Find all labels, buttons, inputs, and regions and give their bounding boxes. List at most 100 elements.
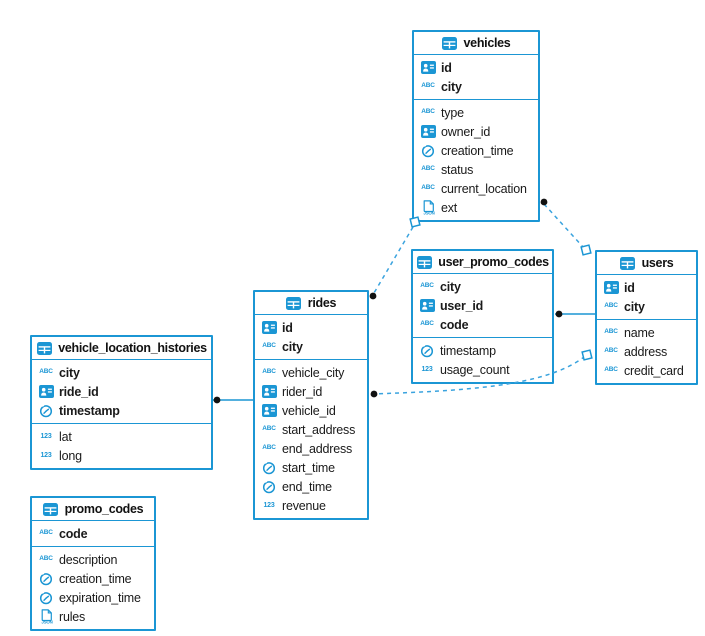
column-id[interactable]: id	[255, 318, 367, 337]
column-name: name	[624, 325, 655, 340]
person-id-icon	[261, 321, 277, 334]
relation-vehicles-rides[interactable]	[373, 226, 414, 294]
svg-text:JSON: JSON	[41, 620, 52, 624]
table-title: vehicles	[463, 36, 511, 50]
column-name: long	[59, 448, 82, 463]
table-grid-icon	[43, 502, 59, 516]
abc-text-icon: ABC	[262, 342, 276, 350]
column-name: city	[59, 365, 80, 380]
person-id-icon	[420, 61, 436, 74]
column-expiration_time[interactable]: expiration_time	[32, 588, 154, 607]
dot-marker	[369, 292, 377, 300]
column-creation_time[interactable]: creation_time	[414, 141, 538, 160]
table-header[interactable]: promo_codes	[32, 498, 154, 521]
abc-text-icon: ABC	[421, 108, 435, 116]
table-grid-icon	[442, 36, 458, 50]
column-address[interactable]: ABC address	[597, 342, 696, 361]
relation-vehicles-users[interactable]	[543, 203, 584, 248]
column-id[interactable]: id	[414, 58, 538, 77]
table-title: user_promo_codes	[438, 255, 549, 269]
person-id-icon	[419, 299, 435, 312]
column-rider_id[interactable]: rider_id	[255, 382, 367, 401]
numeric-123-icon: 123	[421, 366, 433, 373]
column-timestamp[interactable]: timestamp	[32, 401, 211, 420]
column-name: id	[441, 60, 452, 75]
table-header[interactable]: users	[597, 252, 696, 275]
column-name: timestamp	[59, 403, 120, 418]
column-name: id	[624, 280, 635, 295]
column-user_id[interactable]: user_id	[413, 296, 552, 315]
column-end_time[interactable]: end_time	[255, 477, 367, 496]
column-name: timestamp	[440, 343, 496, 358]
column-name: city	[624, 299, 645, 314]
column-name: creation_time	[59, 571, 132, 586]
clock-icon	[261, 460, 277, 475]
clock-icon	[38, 403, 54, 418]
column-type[interactable]: ABC type	[414, 103, 538, 122]
column-vehicle_id[interactable]: vehicle_id	[255, 401, 367, 420]
table-header[interactable]: vehicle_location_histories	[32, 337, 211, 360]
column-name: address	[624, 344, 668, 359]
json-document-icon: JSON	[420, 200, 436, 215]
clock-icon	[38, 571, 54, 586]
column-name: revenue	[282, 498, 326, 513]
table-header[interactable]: vehicles	[414, 32, 538, 55]
column-start_time[interactable]: start_time	[255, 458, 367, 477]
column-id[interactable]: id	[597, 278, 696, 297]
table-grid-icon	[286, 296, 302, 310]
abc-text-icon: ABC	[421, 184, 435, 192]
column-timestamp[interactable]: timestamp	[413, 341, 552, 360]
column-name: start_time	[282, 460, 335, 475]
abc-text-icon: ABC	[604, 347, 618, 355]
abc-text-icon: ABC	[420, 320, 434, 328]
column-name: type	[441, 105, 464, 120]
column-name: vehicle_city	[282, 365, 345, 380]
column-creation_time[interactable]: creation_time	[32, 569, 154, 588]
table-title: promo_codes	[64, 502, 144, 516]
column-name: city	[440, 279, 461, 294]
dot-marker	[213, 396, 221, 404]
clock-icon	[261, 479, 277, 494]
column-owner_id[interactable]: owner_id	[414, 122, 538, 141]
column-ride_id[interactable]: ride_id	[32, 382, 211, 401]
svg-text:JSON: JSON	[423, 211, 434, 215]
person-id-icon	[38, 385, 54, 398]
table-header[interactable]: user_promo_codes	[413, 251, 552, 274]
clock-icon	[420, 143, 436, 158]
table-header[interactable]: rides	[255, 292, 367, 315]
column-name: lat	[59, 429, 72, 444]
column-name: end_address	[282, 441, 353, 456]
table-grid-icon	[36, 341, 52, 355]
